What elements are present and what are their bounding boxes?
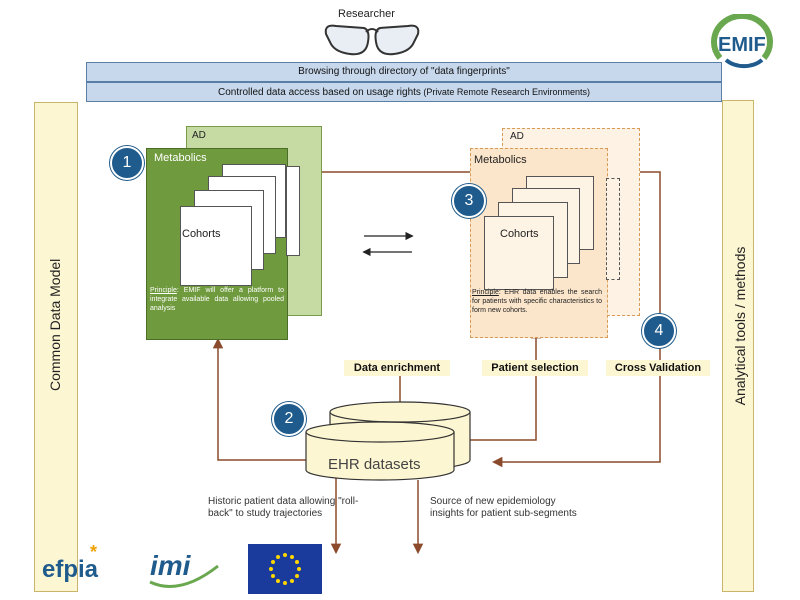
glasses-icon xyxy=(324,24,420,56)
cohort-card-right-1 xyxy=(484,216,554,290)
cohorts-label-left: Cohorts xyxy=(182,228,221,240)
step-4-badge: 4 xyxy=(642,314,676,348)
principle-label-right: Principle xyxy=(472,289,499,296)
researcher-label: Researcher xyxy=(338,8,395,20)
ehr-datasets-label: EHR datasets xyxy=(328,456,421,473)
eu-flag-logo xyxy=(248,544,322,594)
browse-bar: Browsing through directory of "data fing… xyxy=(86,62,722,82)
efpia-logo: * efpia xyxy=(40,542,118,588)
cohort-card-left-1 xyxy=(180,206,252,286)
step-2-badge: 2 xyxy=(272,402,306,436)
patient-selection-tag: Patient selection xyxy=(482,360,588,376)
step-3-badge: 3 xyxy=(452,184,486,218)
controlled-access-label: Controlled data access based on usage ri… xyxy=(218,87,421,98)
controlled-access-bar: Controlled data access based on usage ri… xyxy=(86,82,722,102)
data-enrichment-tag: Data enrichment xyxy=(344,360,450,376)
ehr-datasets-cylinders xyxy=(305,401,471,481)
epidemiology-note: Source of new epidemiology insights for … xyxy=(430,496,577,519)
principle-label-left: Principle xyxy=(150,287,177,294)
metabolics-label-left: Metabolics xyxy=(154,152,207,164)
imi-logo-text: imi xyxy=(150,550,191,581)
principle-body-right: : EHR data enables the search for patien… xyxy=(472,289,602,314)
emif-logo-text: EMIF xyxy=(718,34,766,56)
step-1-badge: 1 xyxy=(110,146,144,180)
metabolics-label-right: Metabolics xyxy=(474,154,527,166)
ad-label-left: AD xyxy=(192,130,206,141)
principle-text-left: Principle: EMIF will offer a platform to… xyxy=(150,286,284,313)
cohorts-label-right: Cohorts xyxy=(500,228,539,240)
principle-text-right: Principle: EHR data enables the search f… xyxy=(472,288,602,315)
controlled-access-suffix: (Private Remote Research Environments) xyxy=(420,87,590,97)
principle-body-left: : EMIF will offer a platform to integrat… xyxy=(150,287,284,312)
common-data-model-box xyxy=(34,102,78,592)
analytical-tools-box xyxy=(722,100,754,592)
imi-logo: imi xyxy=(140,548,224,590)
ad-label-right: AD xyxy=(510,131,524,142)
cross-validation-tag: Cross Validation xyxy=(606,360,710,376)
efpia-star-icon: * xyxy=(90,542,98,562)
historic-data-note: Historic patient data allowing "roll-bac… xyxy=(208,496,359,519)
emif-logo: EMIF xyxy=(706,12,778,72)
efpia-logo-text: efpia xyxy=(42,556,99,583)
metabolics-card-right xyxy=(606,178,620,280)
metabolics-card-left xyxy=(286,166,300,256)
